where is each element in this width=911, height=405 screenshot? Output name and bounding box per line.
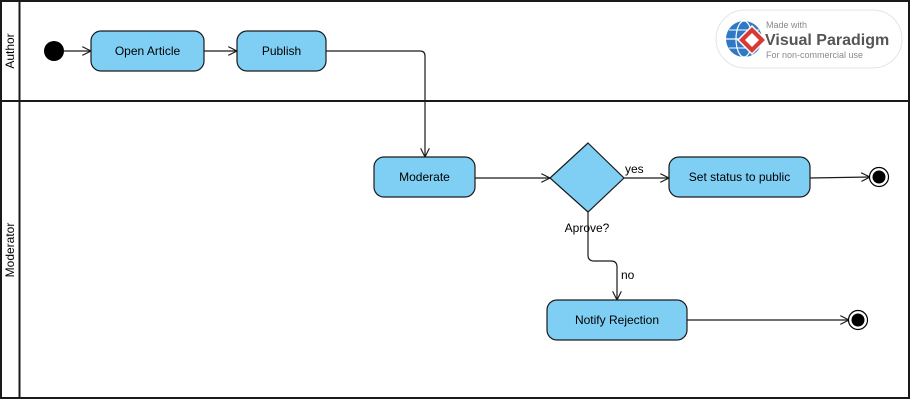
action-notify-rejection[interactable]: Notify Rejection <box>546 299 688 341</box>
lane-label-author: Author <box>3 33 17 68</box>
action-publish-label: Publish <box>262 44 301 58</box>
visual-paradigm-watermark: Made with Visual Paradigm For non-commer… <box>715 9 903 69</box>
edge-set-status-to-final <box>809 177 870 178</box>
action-notify-rejection-label: Notify Rejection <box>575 313 659 327</box>
decision-label: Aprove? <box>565 221 610 235</box>
watermark-line3: For non-commercial use <box>766 50 863 60</box>
action-publish[interactable]: Publish <box>236 30 327 72</box>
action-open-article[interactable]: Open Article <box>90 30 205 72</box>
edge-decision-no <box>587 212 617 300</box>
watermark-line1: Made with <box>766 20 807 30</box>
final-node-rejected[interactable] <box>847 309 869 331</box>
action-set-status-public[interactable]: Set status to public <box>668 156 811 198</box>
action-moderate[interactable]: Moderate <box>373 156 476 198</box>
decision-node[interactable] <box>549 142 625 213</box>
watermark-line2: Visual Paradigm <box>765 32 889 49</box>
action-moderate-label: Moderate <box>399 170 450 184</box>
edges <box>64 51 870 320</box>
lane-label-moderator: Moderator <box>3 223 17 278</box>
action-set-status-label: Set status to public <box>689 170 790 184</box>
initial-node[interactable] <box>44 41 64 61</box>
edge-label-no: no <box>621 268 635 282</box>
final-node-approved[interactable] <box>868 166 890 188</box>
action-open-article-label: Open Article <box>115 44 181 58</box>
globe-logo-icon <box>726 20 768 58</box>
edge-label-yes: yes <box>625 162 644 176</box>
edge-publish-to-moderate <box>326 50 425 157</box>
